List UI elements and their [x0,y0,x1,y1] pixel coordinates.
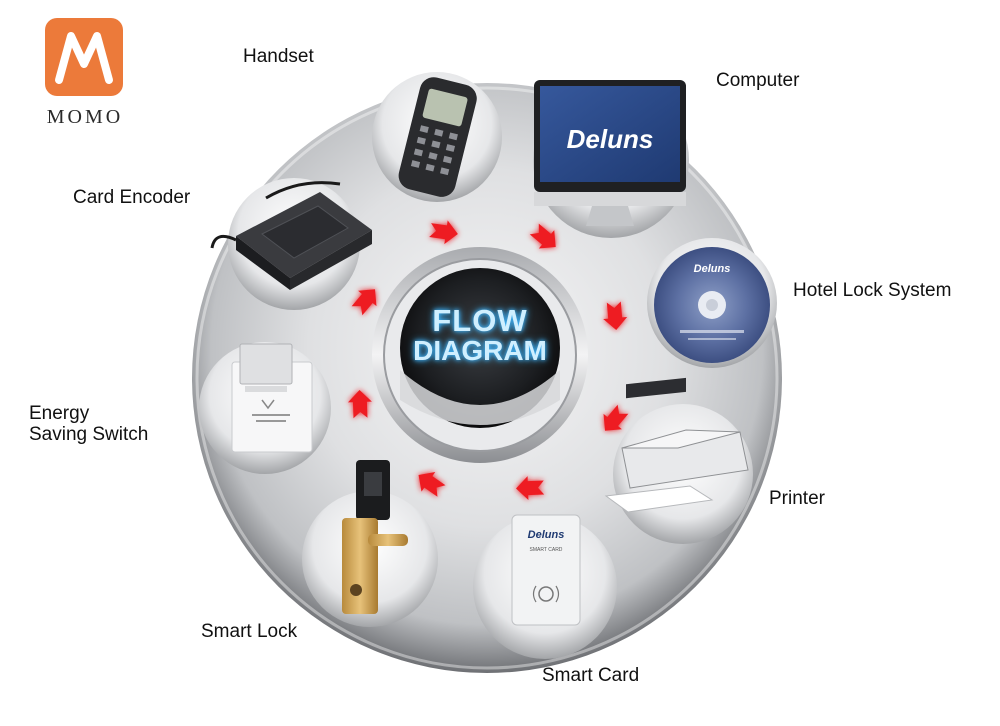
arrow-6 [418,472,446,497]
label-smart-card: Smart Card [542,665,640,686]
main-disc-rim [195,86,779,670]
arrow-2 [529,223,556,249]
label-hotel-lock-system: Hotel Lock System [793,280,952,301]
card-encoder-icon [210,181,372,290]
arrow-5 [516,476,545,501]
label-card-encoder: Card Encoder [73,187,191,208]
label-energy-saving-switch-line2: Saving Switch [29,424,149,445]
arrow-7 [347,390,372,419]
label-printer: Printer [769,488,825,509]
momo-logo-text: MOMO [46,106,124,128]
center-title-line1: FLOW [432,303,528,338]
center-title: FLOW DIAGRAM [395,303,565,366]
momo-logo-mark [45,18,123,96]
energy-saving-switch-icon [231,343,313,453]
arrow-3 [603,301,628,330]
printer-icon [604,377,749,513]
center-hub [400,268,560,428]
momo-logo: MOMO [40,18,130,133]
smart-lock-icon [342,460,408,614]
arrow-1 [429,220,458,245]
card-caption: SMART CARD [530,547,563,553]
center-reflection [400,370,560,425]
computer-screen-brand: Deluns [567,124,654,154]
arrow-8 [351,289,377,316]
hotel-lock-system-cd-icon: Deluns [654,247,770,363]
cd-brand: Deluns [694,263,731,275]
label-energy-saving-switch-line1: Energy [29,403,90,424]
card-brand: Deluns [528,529,565,541]
computer-icon: Deluns [534,80,686,226]
label-handset: Handset [243,46,314,67]
smart-card-icon: Deluns SMART CARD [511,514,581,626]
center-title-line2: DIAGRAM [413,335,547,366]
arrow-4 [603,404,629,431]
flow-arrows [347,220,629,501]
handset-icon [398,77,477,197]
label-computer: Computer [716,70,800,91]
label-smart-lock: Smart Lock [201,621,298,642]
